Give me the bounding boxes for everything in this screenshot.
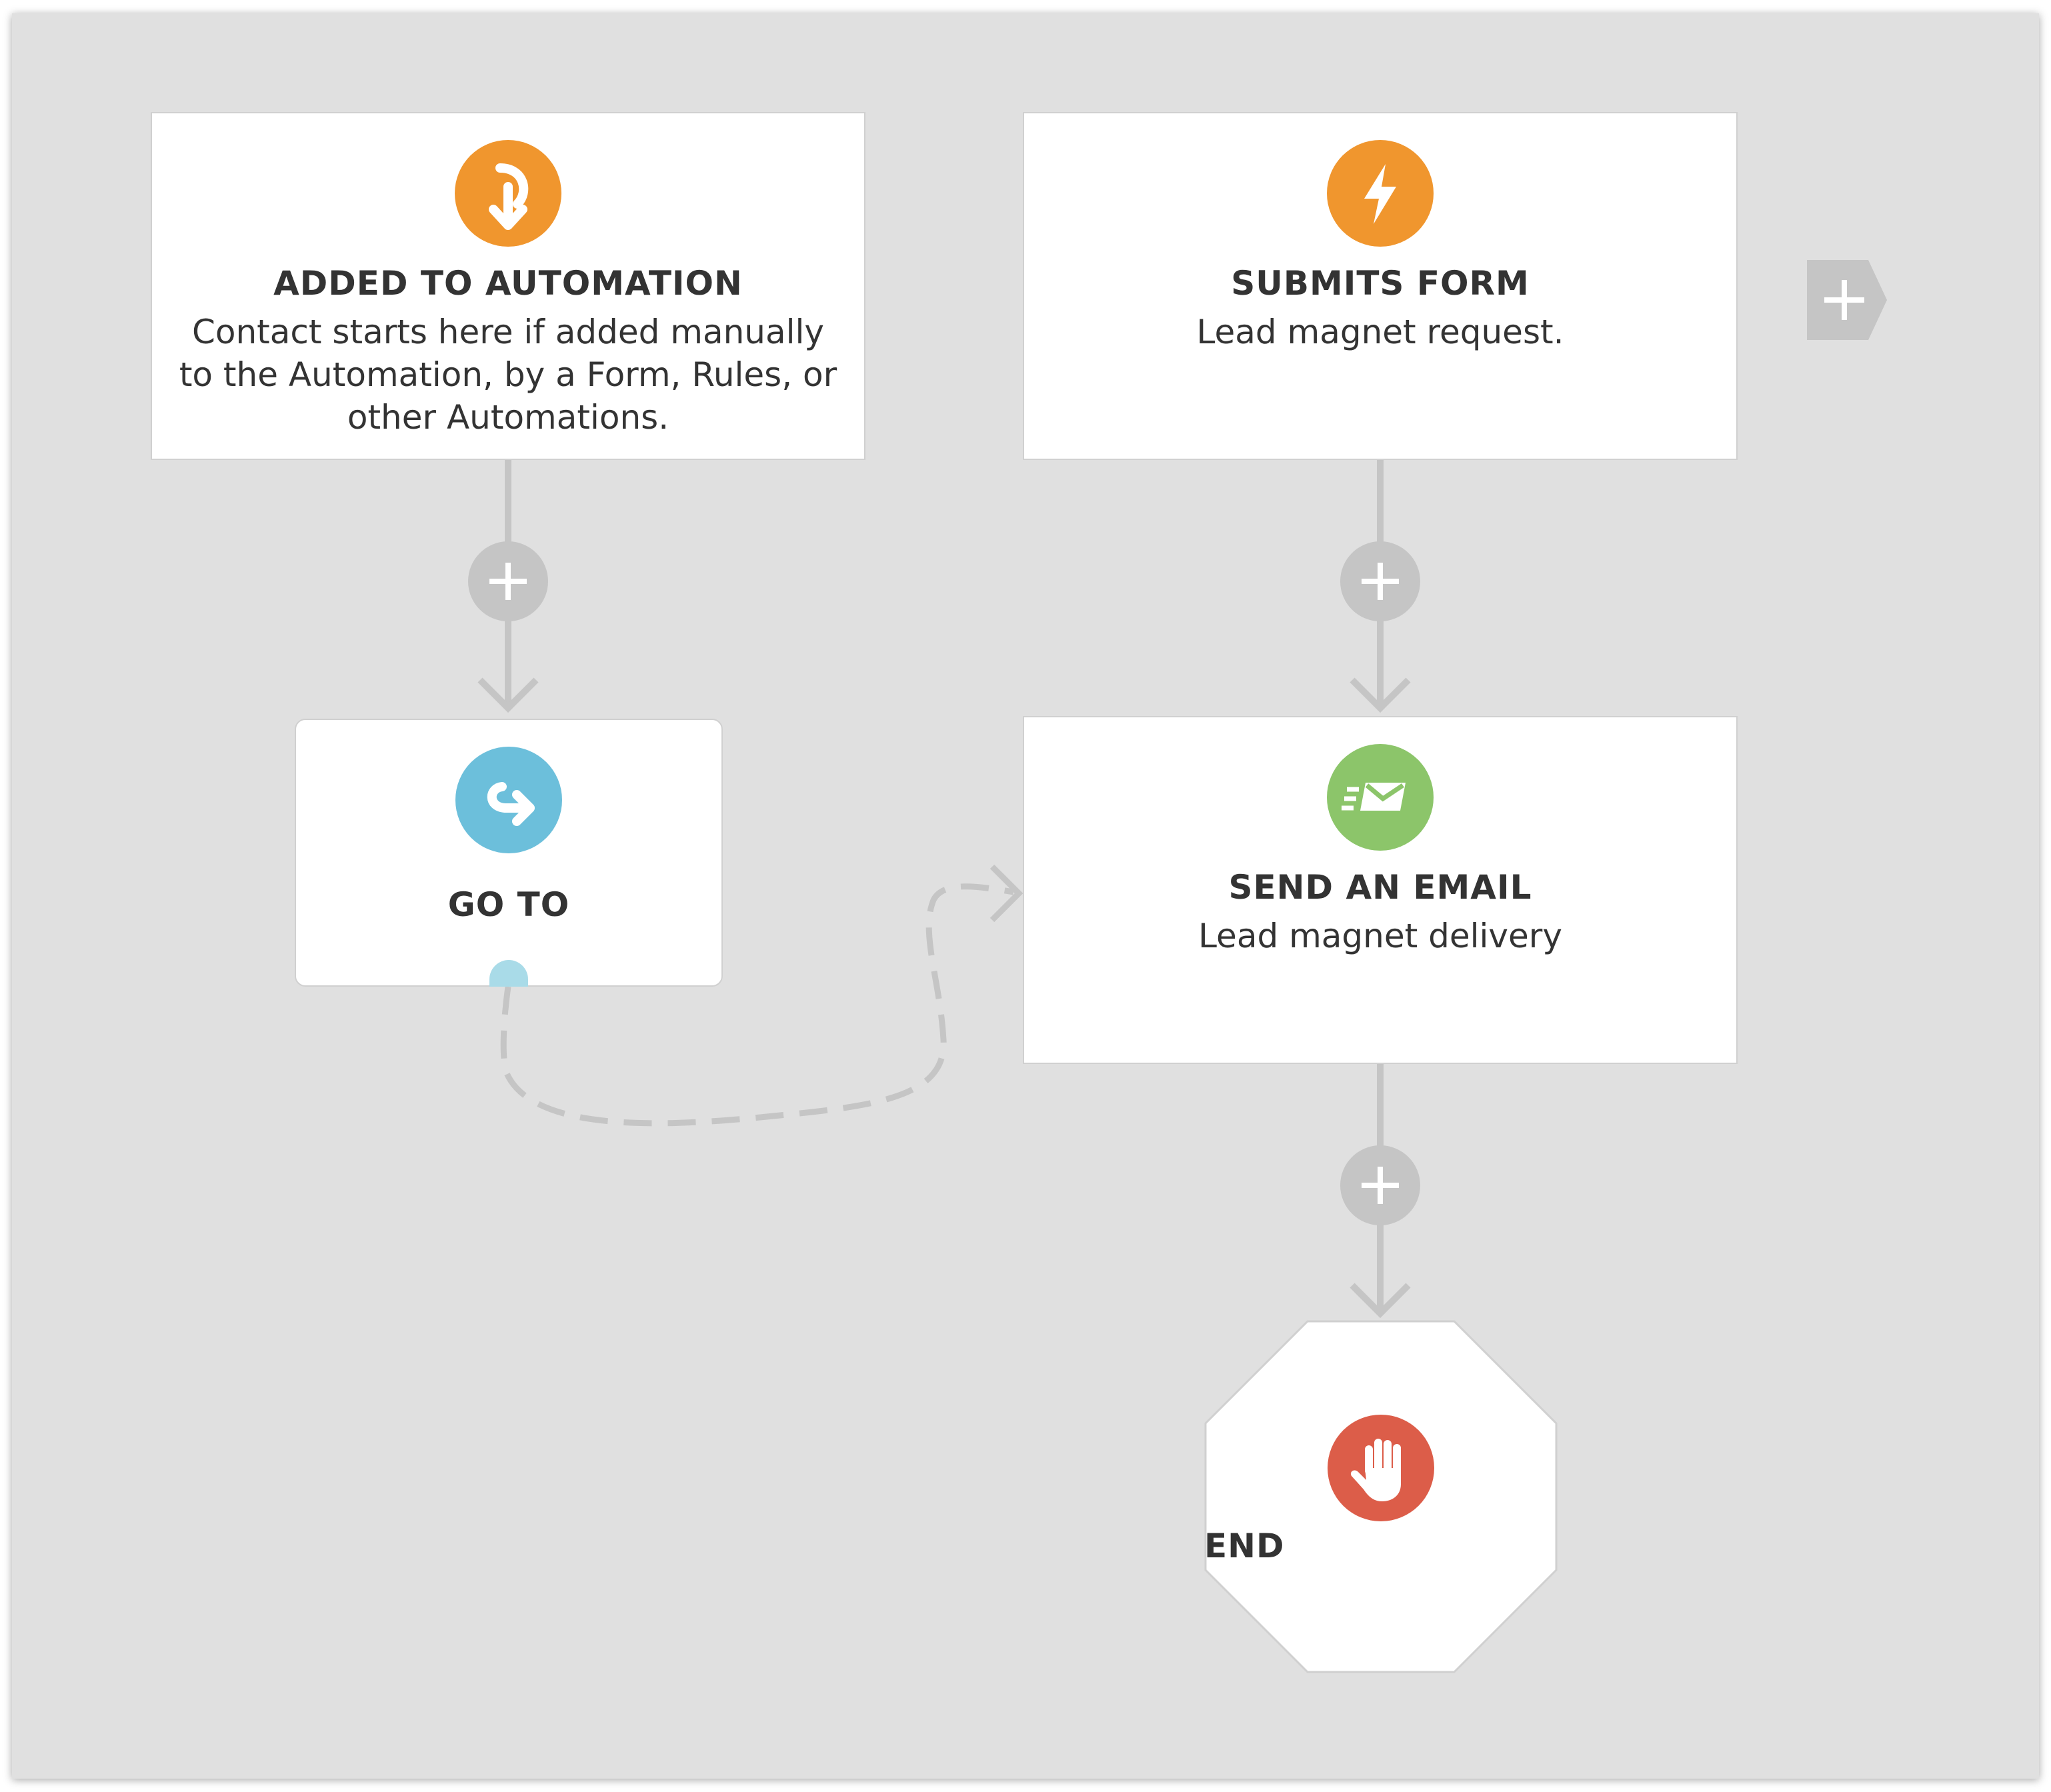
- trigger-card-added-to-automation[interactable]: ADDED TO AUTOMATION Contact starts here …: [151, 112, 865, 460]
- trigger-description: Lead magnet request.: [1196, 313, 1564, 351]
- goto-dashed-link: [500, 883, 1014, 1127]
- add-action-button[interactable]: [1340, 1145, 1420, 1225]
- connector-arrowhead: [1350, 677, 1411, 713]
- action-title: GO TO: [447, 885, 570, 924]
- end-node[interactable]: END: [1204, 1320, 1558, 1673]
- plus-icon: [1807, 260, 1887, 340]
- goto-arrow-icon: [455, 747, 562, 853]
- trigger-description: Contact starts here if added manually to…: [179, 313, 837, 437]
- goto-link-arrowhead: [989, 864, 1023, 923]
- connector-arrowhead: [1350, 1283, 1411, 1319]
- add-action-button[interactable]: [468, 541, 548, 621]
- action-title: SEND AN EMAIL: [1228, 868, 1532, 907]
- end-title: END: [1204, 1527, 1285, 1565]
- trigger-title: ADDED TO AUTOMATION: [273, 264, 743, 303]
- plus-icon: [1362, 563, 1399, 600]
- trigger-title: SUBMITS FORM: [1231, 264, 1530, 303]
- send-email-icon: [1327, 744, 1434, 851]
- goto-link-handle[interactable]: [489, 960, 528, 987]
- action-description: Lead magnet delivery: [1198, 917, 1562, 955]
- enter-arrow-icon: [455, 140, 561, 247]
- trigger-card-submits-form[interactable]: SUBMITS FORM Lead magnet request.: [1023, 112, 1738, 460]
- plus-icon: [1362, 1167, 1399, 1204]
- add-action-button[interactable]: [1340, 541, 1420, 621]
- lightning-bolt-icon: [1327, 140, 1434, 247]
- stop-hand-icon: [1328, 1415, 1434, 1521]
- connector-arrowhead: [477, 677, 539, 713]
- plus-icon: [489, 563, 527, 600]
- add-trigger-button[interactable]: [1807, 260, 1887, 340]
- action-card-send-email[interactable]: SEND AN EMAIL Lead magnet delivery: [1023, 716, 1738, 1064]
- action-card-goto[interactable]: GO TO: [295, 719, 723, 987]
